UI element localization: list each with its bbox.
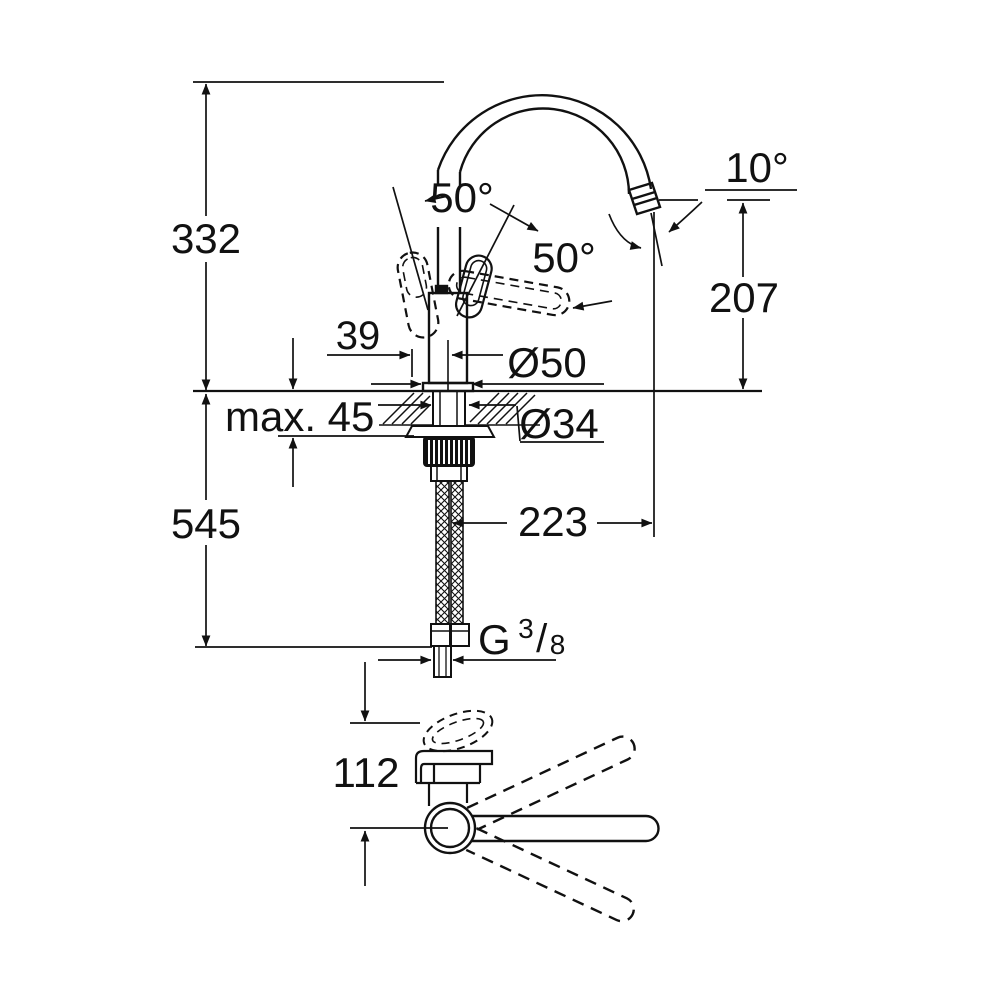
dim-below-deck-length: 545 <box>171 500 241 547</box>
aerator <box>627 181 662 216</box>
dim-swivel-body-width: 112 <box>333 749 400 796</box>
thread-prefix: G <box>478 616 511 663</box>
thread-numerator: 3 <box>518 613 534 644</box>
spout-inner-arc <box>458 107 631 195</box>
knurled-nut <box>423 436 475 467</box>
dim-spout-tilt-angle: 10° <box>725 144 789 191</box>
handle-dashed-down <box>447 269 571 317</box>
handle-dashed-up <box>396 251 440 339</box>
dim-handle-offset: 39 <box>336 314 381 358</box>
dim-hole-diameter: Ø34 <box>519 400 598 447</box>
handle-solid-mid <box>454 254 493 319</box>
dim-base-diameter: Ø50 <box>507 339 586 386</box>
dim-handle-angle-back: 50° <box>430 174 494 221</box>
thread-slash: / <box>536 617 548 661</box>
thread-denominator: 8 <box>550 629 566 660</box>
deck-hatching <box>379 392 540 426</box>
spout-solid <box>471 814 660 843</box>
connector-tube <box>433 645 452 678</box>
hose-fittings <box>430 623 470 647</box>
dim-spout-reach: 223 <box>518 498 588 545</box>
top-view-lever <box>414 749 494 806</box>
spout-outer-arc <box>436 94 653 190</box>
top-view-knob-dashed <box>422 709 494 753</box>
handle-positions <box>396 251 571 339</box>
dimension-lines <box>193 81 797 665</box>
flex-hoses <box>435 480 464 625</box>
spout-dashed-down <box>465 827 635 923</box>
dim-overall-height: 332 <box>171 215 241 262</box>
top-view <box>350 662 660 923</box>
below-deck-assembly <box>379 390 540 678</box>
mounting-washer <box>404 425 496 438</box>
spout-dashed-up <box>466 735 636 831</box>
dim-112-lines <box>350 662 448 886</box>
dim-max-deck-thickness: max. 45 <box>225 393 374 440</box>
dim-outlet-height: 207 <box>709 274 779 321</box>
dimension-labels: 332 545 50° 50° 10° 207 39 Ø50 max. 45 Ø… <box>171 144 789 796</box>
dim-handle-angle-front: 50° <box>532 234 596 281</box>
dim-thread-size: G 3 / 8 <box>478 613 565 663</box>
lever-pin <box>434 284 449 295</box>
